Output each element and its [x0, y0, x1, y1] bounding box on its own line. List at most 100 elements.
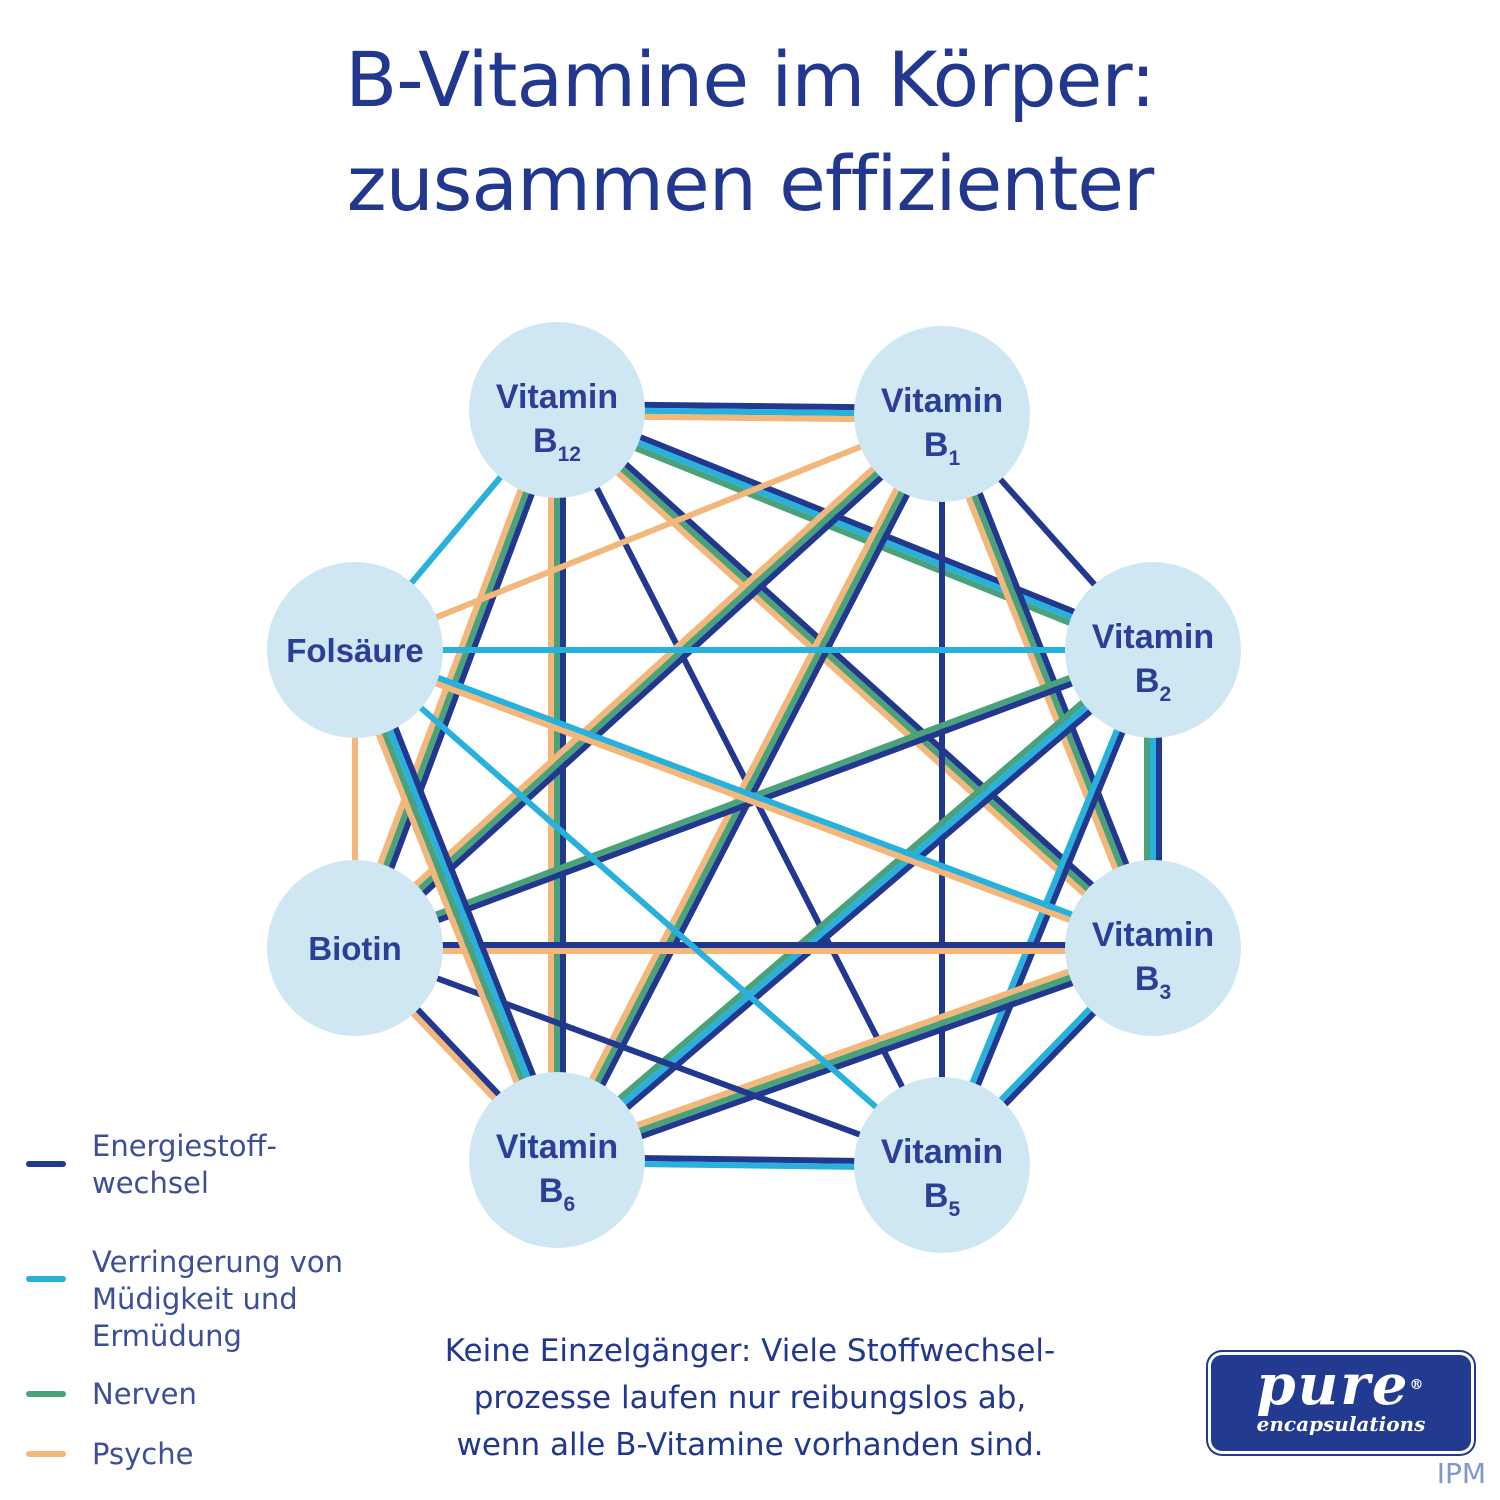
connection-stripe-psyche	[550, 412, 1151, 955]
node-vitamin-subscript: 2	[1159, 683, 1171, 706]
connection-b12-b3	[550, 403, 1160, 955]
connection-stripe-energiestoffwechsel	[559, 403, 1160, 946]
node-label: Vitamin	[496, 378, 618, 416]
node-vitamin-letter: B	[924, 426, 949, 464]
connection-b12-b2	[553, 401, 1157, 659]
connection-stripe-nerven	[554, 412, 945, 1162]
connection-b1-fol	[353, 411, 944, 653]
connection-fol-b6	[343, 645, 569, 1165]
legend-label-energiestoffwechsel: Energiestoff- wechsel	[92, 1129, 277, 1200]
vitamin-nodes: VitaminB12VitaminB1VitaminB2VitaminB3Vit…	[267, 322, 1241, 1253]
node-vitamin-subscript: 3	[1159, 981, 1171, 1004]
node-circle	[854, 1077, 1030, 1253]
node-label: Vitamin	[1092, 618, 1214, 656]
connection-stripe-energiestoffwechsel	[944, 410, 1162, 947]
connection-stripe-muedigkeit	[353, 647, 944, 1168]
connection-stripe-energiestoffwechsel	[357, 411, 566, 952]
connection-b1-b6	[549, 409, 950, 1165]
node-vitamin-letter: B	[539, 1172, 564, 1210]
node-circle	[267, 860, 443, 1036]
logo-word: pure	[1256, 1352, 1410, 1418]
node-vitamin-code: B1	[924, 426, 961, 470]
connection-biotin-b5	[353, 945, 944, 1168]
logo-main-text: pure®	[1208, 1352, 1474, 1418]
caption-line-1: Keine Einzelgänger: Viele Stoffwechsel-	[444, 1333, 1056, 1369]
node-vitamin-subscript: 12	[558, 443, 581, 466]
node-label: Vitamin	[881, 382, 1003, 420]
node-vitamin-letter: B	[1135, 960, 1160, 998]
connection-stripe-psyche	[553, 939, 1152, 1158]
node-vitamin-letter: B	[1135, 662, 1160, 700]
connection-stripe-nerven	[555, 945, 1155, 1163]
node-vitamin-letter: B	[533, 422, 558, 460]
node-vitamin-subscript: 6	[563, 1193, 575, 1216]
node-circle	[267, 562, 443, 738]
connection-stripe-psyche	[352, 649, 1153, 954]
connection-stripe-muedigkeit	[354, 644, 1156, 949]
connection-stripe-muedigkeit	[555, 407, 1155, 653]
node-fol: Folsäure	[267, 562, 443, 738]
registered-mark: ®	[1409, 1377, 1426, 1393]
connection-stripe-energiestoffwechsel	[353, 945, 944, 1168]
node-vitamin-code: B3	[1135, 960, 1171, 1004]
node-circle	[854, 326, 1030, 502]
node-biotin: Biotin	[267, 860, 443, 1036]
caption-line-2: prozesse laufen nur reibungslos ab,	[473, 1380, 1027, 1416]
title-line-2: zusammen effizienter	[346, 139, 1155, 228]
node-vitamin-code: B12	[533, 422, 581, 466]
connection-lines	[343, 401, 1162, 1171]
connection-stripe-nerven	[551, 643, 1152, 1158]
connection-stripe-energiestoffwechsel	[558, 950, 1157, 1169]
node-vitamin-code: B2	[1135, 662, 1171, 706]
legend-swatch-psyche	[26, 1451, 66, 1457]
connection-stripe-energiestoffwechsel	[357, 416, 949, 955]
connection-stripe-muedigkeit	[555, 647, 1155, 1163]
connection-b12-b6	[548, 410, 566, 1160]
node-circle	[1065, 562, 1241, 738]
node-vitamin-subscript: 1	[948, 447, 960, 470]
legend-swatch-nerven	[26, 1391, 66, 1397]
connection-b3-b6	[553, 939, 1157, 1169]
connection-stripe-psyche	[346, 406, 555, 947]
connection-stripe-nerven	[553, 412, 1152, 659]
legend-swatch-energiestoffwechsel	[26, 1161, 66, 1167]
connection-fol-b5	[353, 647, 944, 1168]
connection-stripe-muedigkeit	[354, 647, 563, 1161]
connection-stripe-energiestoffwechsel	[558, 401, 1157, 648]
node-vitamin-subscript: 5	[948, 1198, 960, 1221]
connection-stripe-psyche	[353, 411, 944, 653]
connection-stripe-nerven	[349, 649, 558, 1163]
node-circle	[1065, 860, 1241, 1036]
connection-stripe-psyche	[343, 652, 552, 1165]
legend-label-muedigkeit: Verringerung von Müdigkeit und Ermüdung	[92, 1245, 344, 1353]
title-line-1: B-Vitamine im Körper:	[345, 35, 1156, 124]
node-vitamin-code: B6	[539, 1172, 575, 1216]
connection-stripe-nerven	[352, 411, 945, 951]
connection-stripe-psyche	[549, 409, 940, 1159]
watermark: IPM	[1436, 1457, 1486, 1490]
legend-label-nerven: Nerven	[92, 1377, 197, 1411]
page-title: B-Vitamine im Körper: zusammen effizient…	[0, 28, 1500, 236]
caption-line-3: wenn alle B-Vitamine vorhanden sind.	[456, 1427, 1044, 1463]
node-label: Folsäure	[286, 632, 424, 669]
connection-b12-biotin	[346, 406, 566, 952]
node-label: Vitamin	[496, 1128, 618, 1166]
connection-fol-b3	[352, 644, 1156, 954]
logo-sub-text: encapsulations	[1256, 1412, 1426, 1436]
node-label: Biotin	[308, 930, 401, 967]
connection-stripe-nerven	[939, 412, 1156, 950]
connection-stripe-psyche	[933, 415, 1151, 952]
node-circle	[469, 1072, 645, 1248]
connection-stripe-energiestoffwechsel	[360, 645, 569, 1158]
node-vitamin-code: B5	[924, 1177, 961, 1221]
connection-b1-b3	[933, 410, 1162, 952]
legend-label-psyche: Psyche	[92, 1437, 194, 1471]
connection-stripe-energiestoffwechsel	[558, 652, 1159, 1167]
